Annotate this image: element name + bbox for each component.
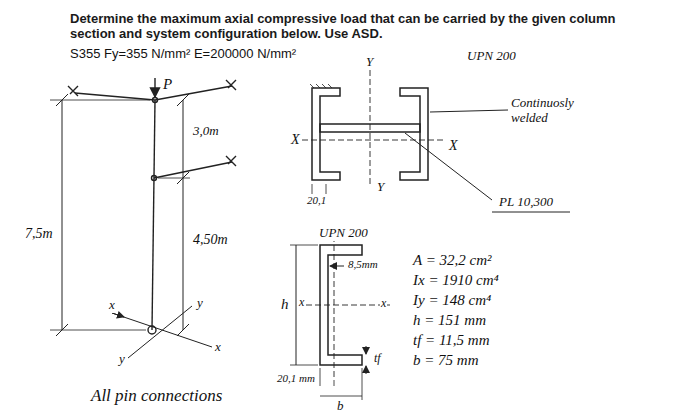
axis-label: x xyxy=(108,298,116,313)
dimension: h xyxy=(280,296,290,313)
axis-label: x xyxy=(298,296,305,310)
note: All pin connections xyxy=(90,386,223,406)
property: Ix = 1910 cm⁴ xyxy=(412,272,500,289)
section-name: UPN 200 xyxy=(318,226,369,241)
axis-label: y xyxy=(196,296,204,311)
dimension: 20,1 mm xyxy=(276,372,316,385)
dimension: 4,50m xyxy=(192,232,229,248)
axis-label: X xyxy=(448,138,459,154)
dimension: tf xyxy=(373,352,382,366)
axis-label: Y xyxy=(376,180,385,195)
weld-note: Continuosly welded xyxy=(510,96,598,126)
dimension: 8,5mm xyxy=(347,258,379,271)
property: A = 32,2 cm² xyxy=(412,252,493,269)
dimension: 20,1 xyxy=(306,194,327,207)
property: tf = 11,5 mm xyxy=(412,332,491,349)
property: b = 75 mm xyxy=(412,352,480,369)
load-label: P xyxy=(162,76,173,93)
axis-label: x xyxy=(380,297,387,311)
axis-label: X xyxy=(290,132,301,148)
property: h = 151 mm xyxy=(412,312,487,329)
property: Iy = 148 cm⁴ xyxy=(412,292,492,309)
material-note: S355 Fy=355 N/mm² E=200000 N/mm² xyxy=(70,47,296,62)
plate-label: PL 10,300 xyxy=(498,195,554,210)
dimension: 7,5m xyxy=(24,226,54,242)
axis-label: y xyxy=(118,352,126,367)
dimension: 3,0m xyxy=(192,124,220,139)
dimension: b xyxy=(336,399,345,414)
section-name: UPN 200 xyxy=(466,49,517,64)
problem-statement: Determine the maximum axial compressive … xyxy=(70,12,650,42)
axis-label: x xyxy=(214,340,222,355)
axis-label: Y xyxy=(365,55,374,70)
